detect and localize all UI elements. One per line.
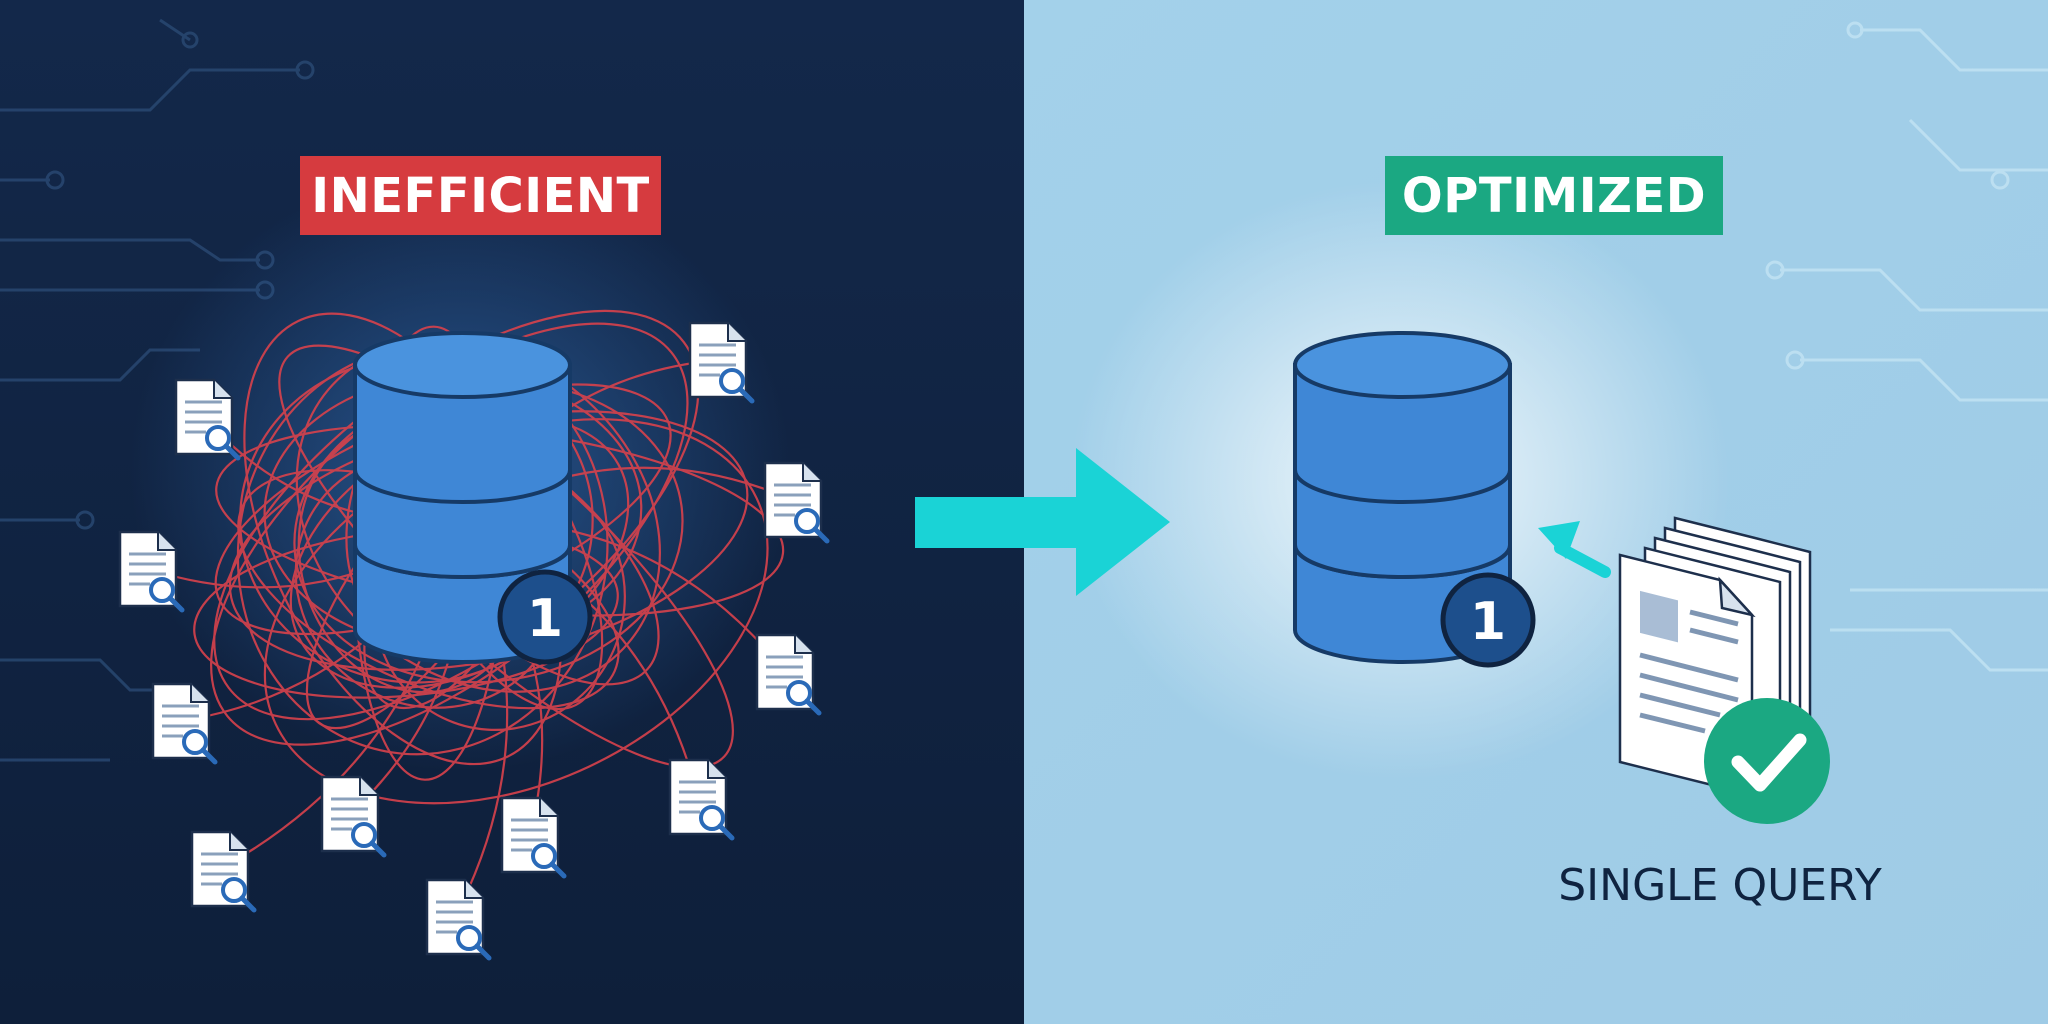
- single-query-caption: SINGLE QUERY: [1558, 860, 1882, 911]
- document-search-icons: [118, 321, 830, 961]
- left-number-badge: 1: [497, 569, 593, 665]
- document-search-icon: [425, 878, 492, 961]
- document-search-icon: [763, 461, 830, 544]
- document-search-icon: [688, 321, 755, 404]
- document-search-icon: [190, 830, 257, 913]
- arrow-right-icon: [915, 448, 1170, 596]
- document-search-icon: [151, 682, 218, 765]
- document-search-icon: [174, 378, 241, 461]
- optimized-label: OPTIMIZED: [1385, 156, 1723, 235]
- database-icon: [1293, 331, 1512, 664]
- document-search-icon: [500, 796, 567, 879]
- left-number-text: 1: [527, 589, 563, 649]
- circuit-decoration-right: [1765, 21, 2048, 672]
- database-icon: [353, 331, 572, 664]
- inefficient-label: INEFFICIENT: [300, 156, 661, 235]
- right-number-badge: 1: [1440, 572, 1536, 668]
- checkmark-icon: [1704, 698, 1830, 824]
- document-search-icon: [320, 775, 387, 858]
- document-search-icon: [668, 758, 735, 841]
- document-search-icon: [755, 633, 822, 716]
- right-number-text: 1: [1470, 592, 1506, 652]
- query-arrow-icon: [1538, 521, 1611, 578]
- document-search-icon: [118, 530, 185, 613]
